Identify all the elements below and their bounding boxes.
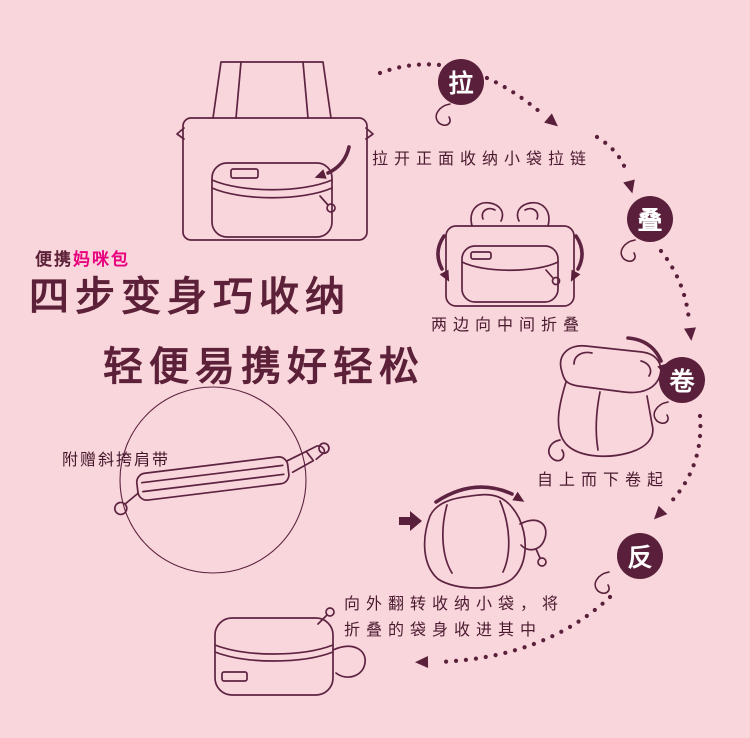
flow-arrow-2 — [594, 134, 630, 177]
step-caption-roll: 自上而下卷起 — [537, 470, 670, 489]
fold-step-illustration — [436, 201, 584, 307]
step-caption-flip: 向外翻转收纳小袋，将 折叠的袋身收进其中 — [344, 594, 565, 639]
step-badge-pull: 拉 — [438, 59, 484, 105]
headline-line1: 四步变身巧收纳 — [29, 274, 351, 320]
flip-step-illustration — [399, 485, 547, 589]
step-badge-roll: 卷 — [659, 357, 705, 403]
flow-arrowhead-5 — [415, 656, 429, 668]
flow-arrow-3 — [658, 248, 692, 323]
tagline-product-name: 妈咪包 — [73, 250, 130, 270]
flow-arrowhead-4 — [653, 505, 668, 520]
shoulder-strap-illustration — [113, 386, 330, 574]
step-caption-pull: 拉开正面收纳小袋拉链 — [372, 149, 593, 168]
step-badge-fold: 叠 — [627, 196, 673, 242]
open-bag-illustration — [176, 61, 374, 241]
headline-line2: 轻便易携好轻松 — [103, 344, 425, 390]
step-caption-fold: 两边向中间折叠 — [431, 315, 586, 334]
tagline-prefix: 便携 — [35, 250, 73, 270]
flow-arrow-4 — [665, 413, 703, 508]
step-badge-flip: 反 — [617, 533, 663, 579]
product-tagline: 便携妈咪包 — [35, 245, 130, 270]
flow-arrowhead-1 — [544, 113, 558, 127]
final-pouch-illustration — [214, 607, 366, 696]
flow-arrow-5 — [435, 594, 613, 665]
roll-step-illustration — [547, 336, 667, 462]
curl-ornaments — [435, 103, 669, 594]
flow-arrowhead-3 — [684, 327, 696, 341]
flow-arrowhead-2 — [623, 179, 635, 194]
strap-note: 附赠斜挎肩带 — [62, 450, 171, 469]
